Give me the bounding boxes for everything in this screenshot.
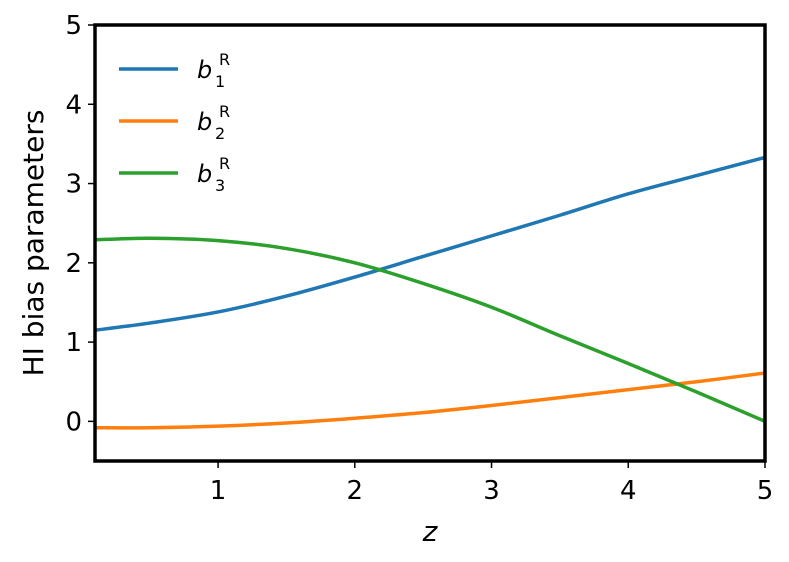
legend-label-sub: 2 [215,124,225,143]
y-tick-label: 5 [65,11,82,41]
x-axis-label: z [422,515,439,548]
x-tick-label: 3 [483,476,500,506]
legend-label: b [197,108,212,136]
x-tick-label: 5 [757,476,774,506]
y-axis-ticks: 0 1 2 3 4 5 [65,11,95,437]
x-tick-label: 4 [620,476,637,506]
plot-lines [94,155,766,430]
y-tick-label: 3 [65,170,82,200]
legend-label-sub: 1 [215,72,225,91]
series-line-1 [94,155,766,332]
series-line-3 [94,236,766,423]
series-line-2 [94,371,766,430]
y-tick-label: 0 [65,407,82,437]
y-axis-label: HI bias parameters [17,110,50,377]
axes-frame [93,23,767,463]
x-tick-label: 1 [210,476,227,506]
x-tick-label: 2 [347,476,364,506]
y-tick-label: 2 [65,249,82,279]
legend-label-sup: R [219,102,230,121]
legend-label-sup: R [219,154,230,173]
y-tick-label: 4 [65,90,82,120]
y-tick-label: 1 [65,328,82,358]
legend-label: b [197,160,212,188]
legend-label: b [197,56,212,84]
legend-label-sup: R [219,50,230,69]
x-axis-ticks: 1 2 3 4 5 [210,461,773,506]
legend-label-sub: 3 [215,176,225,195]
